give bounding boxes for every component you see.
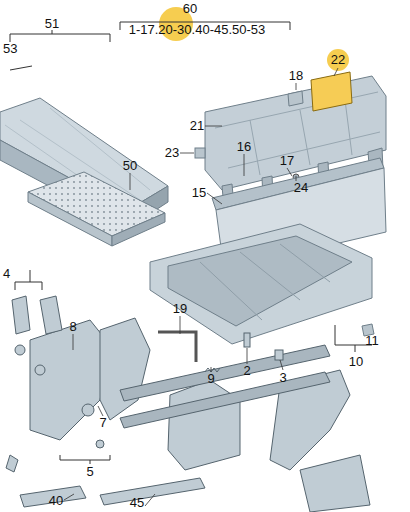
callout-number: 4 [2,267,11,281]
callout-number: 53 [2,42,18,56]
callout-number: 9 [206,372,215,386]
small-clip [195,148,205,158]
callout-number: 60 [182,2,198,16]
callout-number: 45 [129,496,145,510]
callout-number: 3 [278,371,287,385]
highlight-dot [327,49,349,71]
callout-number: 2 [242,364,251,378]
callout-number: 23 [164,146,180,160]
callout-number: 8 [68,320,77,334]
callout-number: 21 [189,119,205,133]
part-range: 1-17.20-30.40-45.50-53 [128,23,267,37]
leader-line [64,68,338,506]
callout-number: 17 [279,154,295,168]
callout-number: 11 [364,334,380,348]
callout-number: 15 [191,186,207,200]
yellow-plate [311,72,352,111]
callout-number: 10 [348,355,364,369]
callout-number: 22 [330,53,346,67]
callout-number: 19 [172,302,188,316]
callout-number: 50 [122,159,138,173]
callout-number: 5 [85,465,94,479]
callout-number: 16 [236,140,252,154]
seat-foam [28,172,165,246]
callout-number: 40 [48,494,64,508]
callout-number: 18 [288,69,304,83]
seat-frame [6,296,370,512]
small-clip [288,91,303,106]
storage-tray [150,224,374,344]
callout-number: 51 [44,17,60,31]
callout-number: 7 [98,416,107,430]
callout-number: 24 [293,181,309,195]
